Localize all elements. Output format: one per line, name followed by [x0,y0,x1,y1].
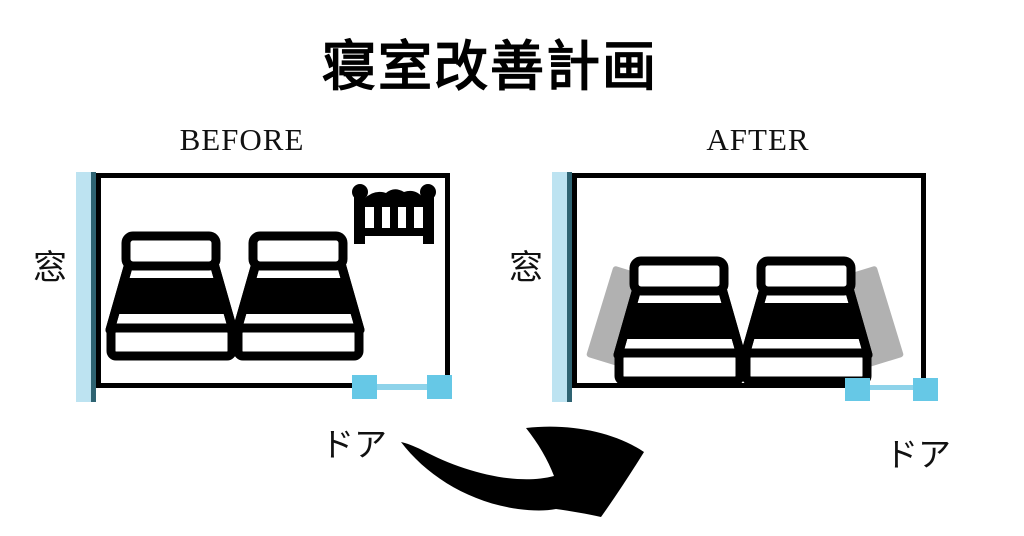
room-wall-right [921,173,926,380]
door-icon [352,375,377,399]
room-wall-top [572,173,926,178]
curved-arrow-icon [401,426,644,517]
room-wall-top [96,173,450,178]
window-icon [76,172,91,402]
after-label: AFTER [706,122,810,157]
room-wall-left [96,173,101,388]
page-title: 寝室改善計画 [322,35,658,98]
room-wall-bottom [572,383,847,388]
door-icon [913,378,938,401]
door-label: ドア [321,428,387,464]
door-icon [427,375,452,399]
room-wall-right [445,173,450,376]
window-icon [552,172,567,402]
room-wall-left [572,173,577,388]
double-bed-icon [108,230,362,362]
before-label: BEFORE [179,122,305,157]
window-frame-icon [91,172,96,402]
door-swing-line [375,384,429,390]
door-icon [845,378,870,401]
crib-bed-icon [352,184,436,244]
window-label: 窓 [33,250,67,287]
window-frame-icon [567,172,572,402]
door-swing-line [868,385,915,390]
window-label: 窓 [509,250,543,287]
room-wall-bottom [96,383,356,388]
door-label: ドア [885,438,951,474]
double-bed-icon [616,255,870,387]
